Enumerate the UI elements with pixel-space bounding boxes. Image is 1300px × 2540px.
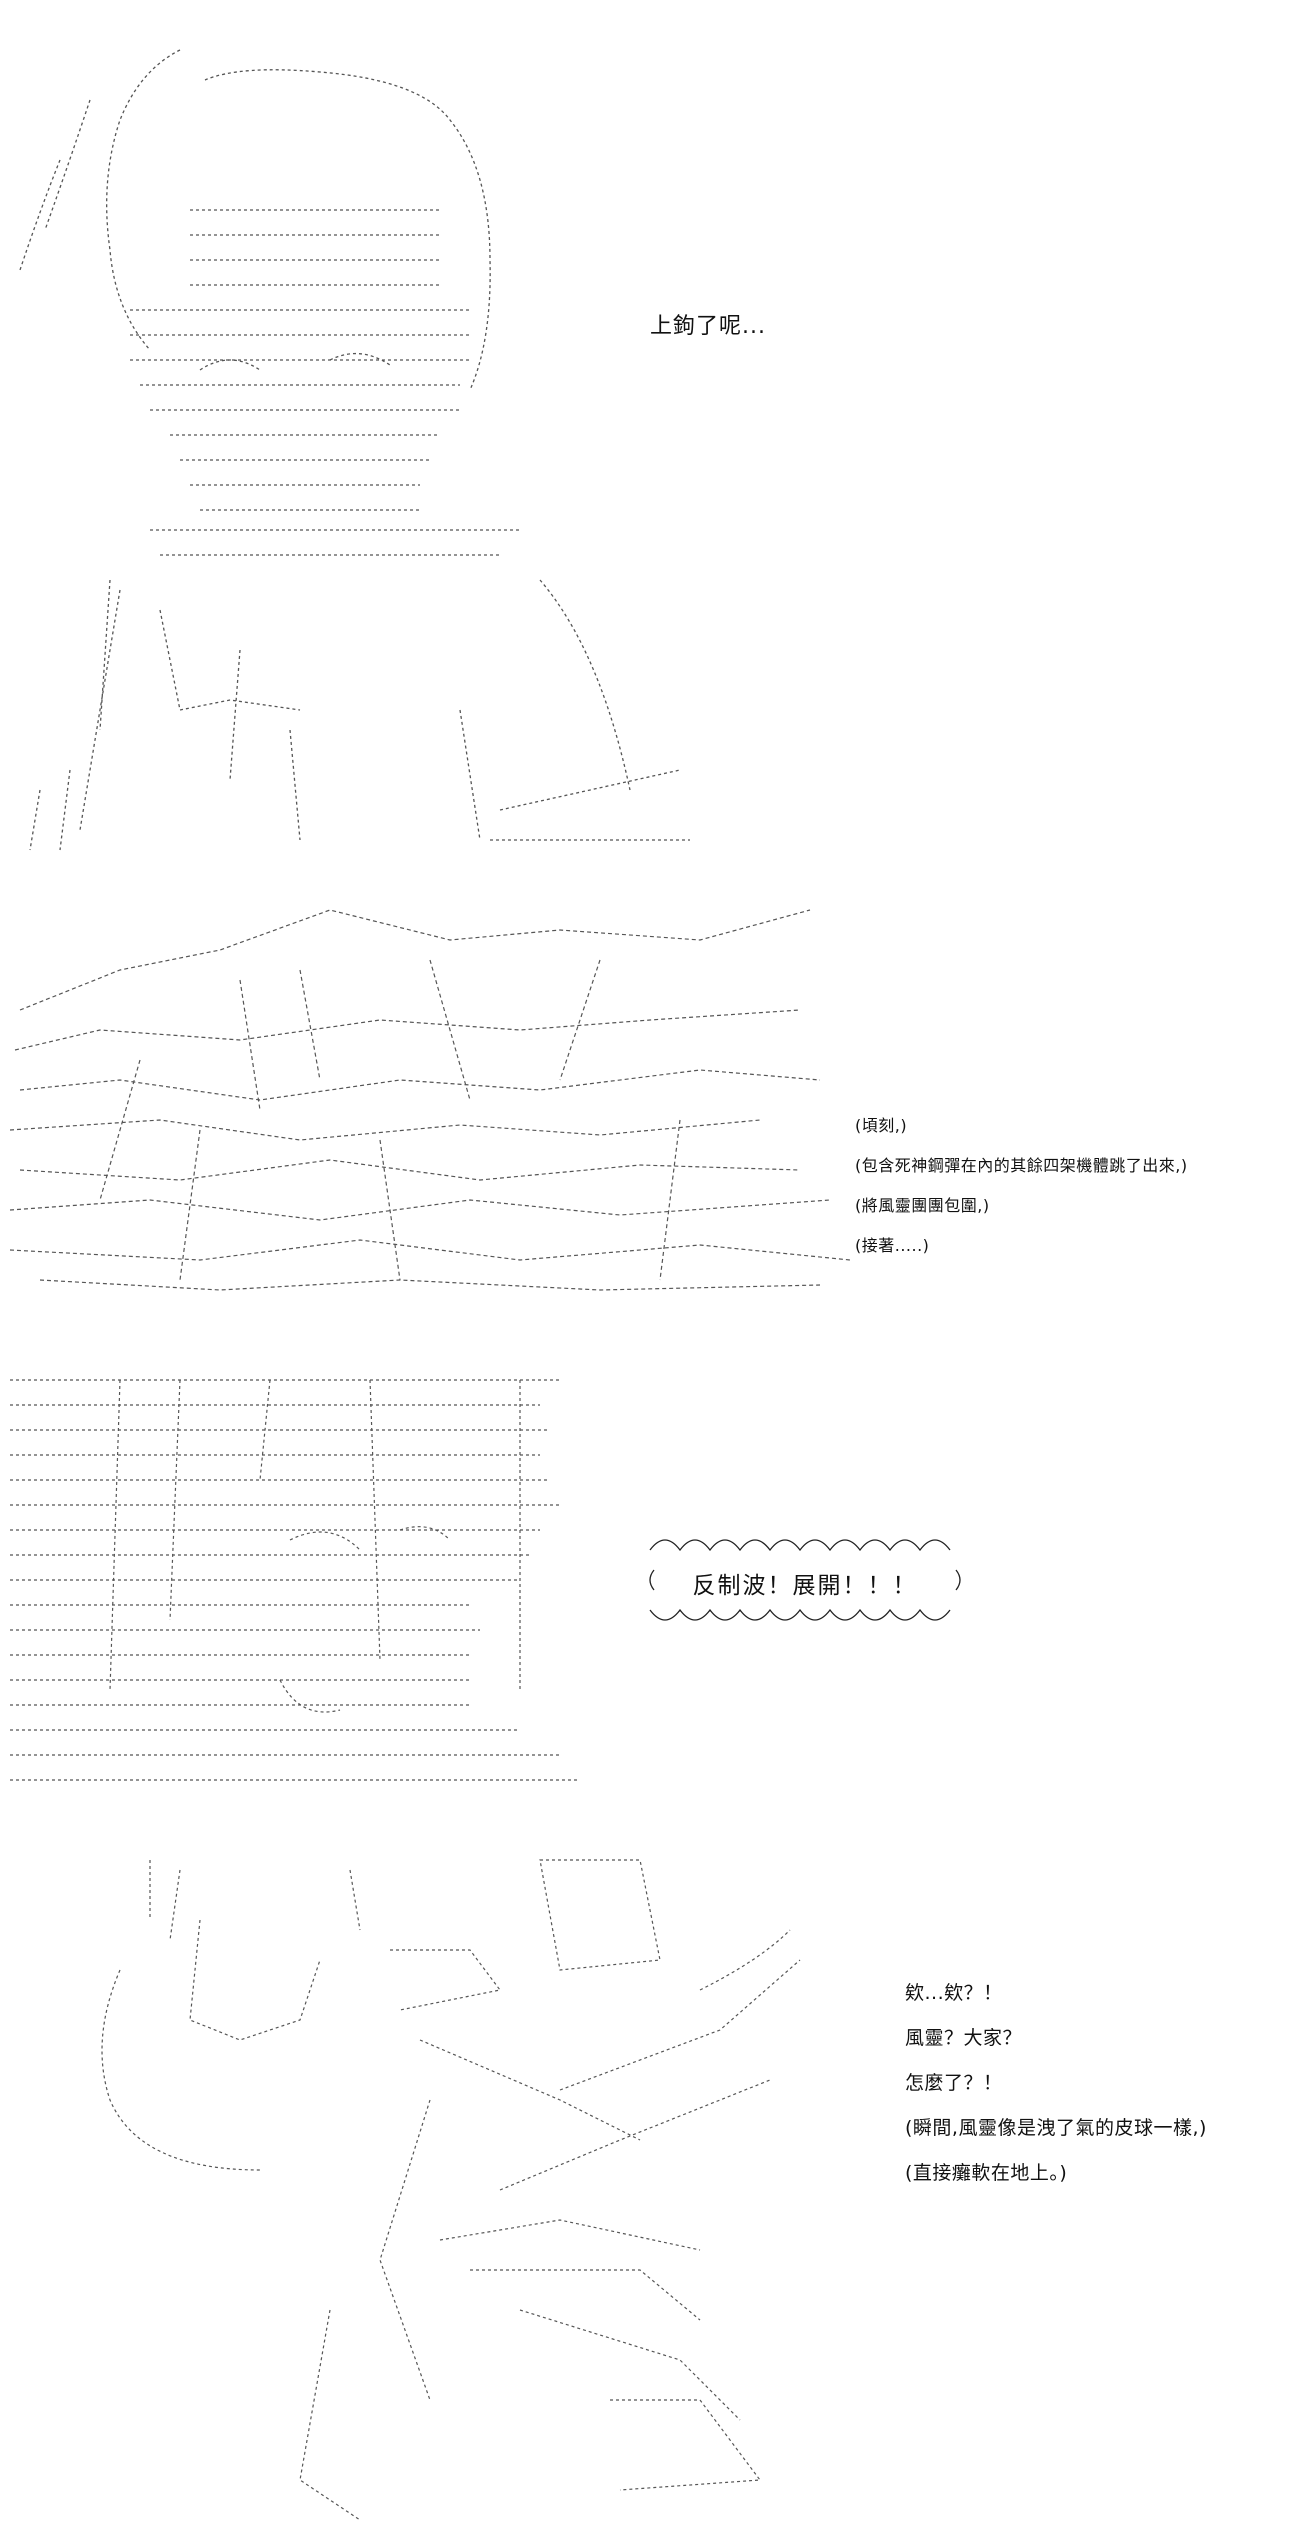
panel-2: (頃刻,) (包含死神鋼彈在內的其餘四架機體跳了出來,) (將風靈團團包圍,) … — [0, 880, 1300, 1340]
narration-line: (瞬間,風靈像是洩了氣的皮球一樣,) — [905, 2117, 1207, 2139]
pilot-closeup-ascii-art — [0, 1360, 600, 1820]
narration-2: (頃刻,) (包含死神鋼彈在內的其餘四架機體跳了出來,) (將風靈團團包圍,) … — [855, 1112, 1188, 1256]
shout-bubble: 反制波！展開！！！ — [640, 1530, 970, 1630]
spiky-bubble-outline — [649, 1539, 961, 1621]
panel-4: 欸...欸？！ 風靈？大家？ 怎麼了？！ (瞬間,風靈像是洩了氣的皮球一樣,) … — [0, 1840, 1300, 2540]
dialogue-line: 怎麼了？！ — [905, 2072, 1003, 2094]
dialogue-4: 欸...欸？！ 風靈？大家？ 怎麼了？！ (瞬間,風靈像是洩了氣的皮球一樣,) … — [905, 1978, 1207, 2185]
panel-3: 反制波！展開！！！ — [0, 1360, 1300, 1820]
narration-line: (頃刻,) — [855, 1116, 908, 1135]
narration-line: (將風靈團團包圍,) — [855, 1196, 990, 1215]
panel-1: 上鉤了呢... — [0, 0, 1300, 870]
dialogue-1: 上鉤了呢... — [650, 308, 766, 340]
narration-line: (直接癱軟在地上。) — [905, 2162, 1068, 2184]
shout-text: 反制波！展開！！！ — [692, 1573, 918, 1599]
narration-line: (接著.....) — [855, 1236, 930, 1255]
collapsed-gundam-ascii-art — [0, 1840, 860, 2540]
narration-line: (包含死神鋼彈在內的其餘四架機體跳了出來,) — [855, 1156, 1188, 1175]
dialogue-line: 欸...欸？！ — [905, 1982, 1003, 2004]
mecha-swarm-ascii-art — [0, 880, 860, 1340]
character-ascii-art-1 — [0, 10, 700, 860]
dialogue-line: 上鉤了呢... — [650, 314, 766, 339]
dialogue-line: 風靈？大家？ — [905, 2027, 1023, 2049]
